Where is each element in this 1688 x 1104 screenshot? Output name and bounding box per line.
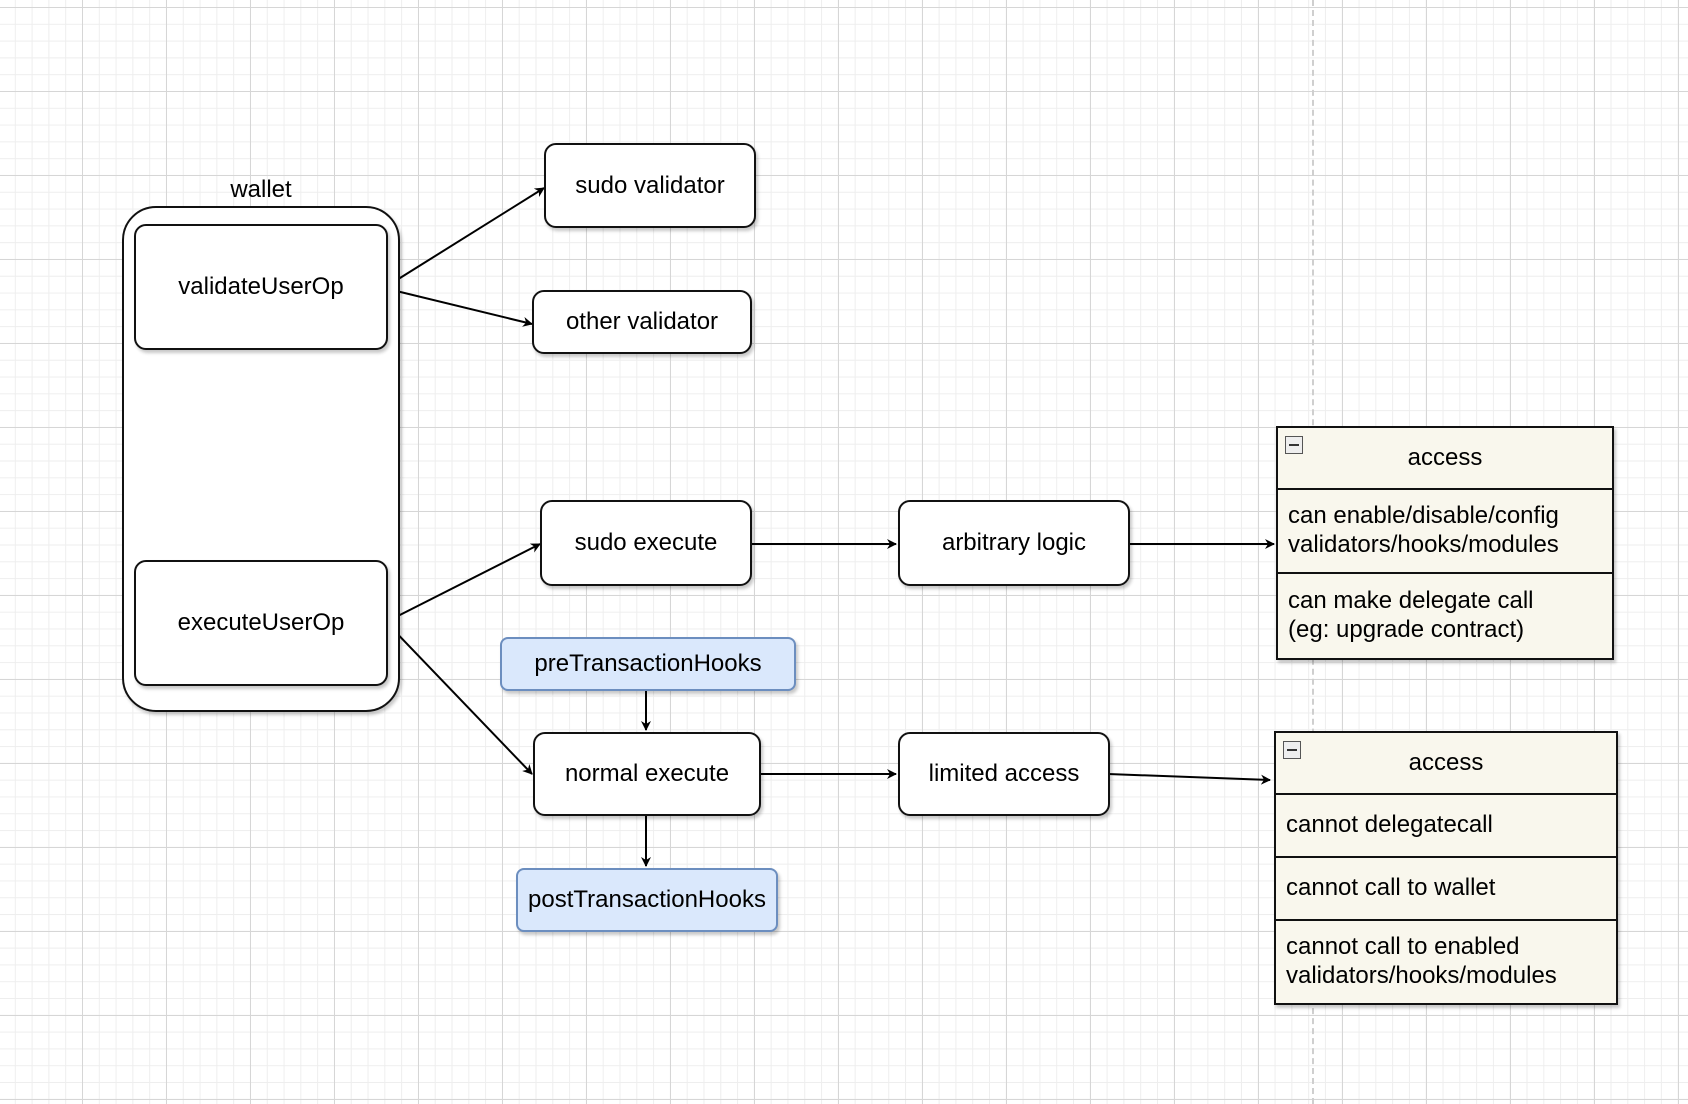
access-row: cannot call to wallet <box>1276 858 1616 921</box>
execute-user-op-label: executeUserOp <box>177 609 345 636</box>
limited-access-label: limited access <box>928 760 1080 787</box>
validate-user-op-label: validateUserOp <box>178 273 344 300</box>
collapse-icon[interactable] <box>1285 436 1303 454</box>
edge-execute-to-sudo-execute <box>385 543 541 623</box>
arbitrary-logic-node[interactable]: arbitrary logic <box>898 500 1130 586</box>
edge-validate-to-sudo-validator <box>383 187 545 289</box>
access-row: can make delegate call (eg: upgrade cont… <box>1288 587 1534 643</box>
wallet-title: wallet <box>230 176 292 203</box>
limited-access-header: access <box>1276 733 1616 795</box>
pre-transaction-hooks-node[interactable]: preTransactionHooks <box>500 637 796 691</box>
execute-user-op-node[interactable]: executeUserOp <box>134 560 388 686</box>
sudo-access-panel[interactable]: access can enable/disable/config validat… <box>1276 426 1614 660</box>
arbitrary-logic-label: arbitrary logic <box>941 529 1087 556</box>
sudo-access-title: access <box>1407 444 1483 471</box>
sudo-validator-node[interactable]: sudo validator <box>544 143 756 228</box>
other-validator-node[interactable]: other validator <box>532 290 752 354</box>
collapse-icon[interactable] <box>1283 741 1301 759</box>
access-row: can enable/disable/config validators/hoo… <box>1278 490 1612 574</box>
sudo-execute-label: sudo execute <box>574 529 718 556</box>
sudo-access-header: access <box>1278 428 1612 490</box>
access-row: cannot call to enabled validators/hooks/… <box>1286 933 1557 989</box>
other-validator-label: other validator <box>565 308 719 335</box>
post-transaction-hooks-node[interactable]: postTransactionHooks <box>516 868 778 932</box>
edge-validate-to-other-validator <box>383 287 533 327</box>
sudo-execute-node[interactable]: sudo execute <box>540 500 752 586</box>
normal-execute-node[interactable]: normal execute <box>533 732 761 816</box>
limited-access-node[interactable]: limited access <box>898 732 1110 816</box>
validate-user-op-node[interactable]: validateUserOp <box>134 224 388 350</box>
post-transaction-hooks-label: postTransactionHooks <box>528 886 766 913</box>
limited-access-title: access <box>1408 749 1484 776</box>
limited-access-panel[interactable]: access cannot delegatecall cannot call t… <box>1274 731 1618 1005</box>
edge-limited-access-to-access <box>1107 773 1271 785</box>
pre-transaction-hooks-label: preTransactionHooks <box>534 650 762 677</box>
sudo-validator-label: sudo validator <box>575 171 725 199</box>
access-row: cannot delegatecall <box>1276 795 1616 858</box>
normal-execute-label: normal execute <box>564 760 730 787</box>
